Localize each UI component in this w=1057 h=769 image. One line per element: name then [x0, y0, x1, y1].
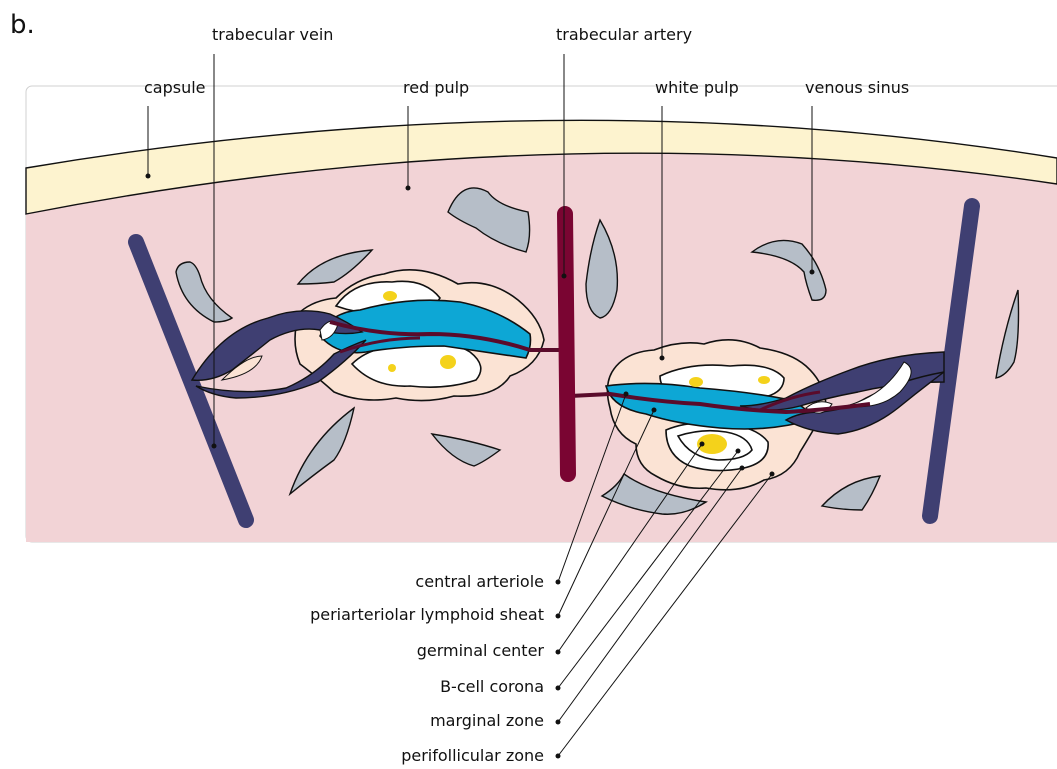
trabecular-artery	[565, 214, 568, 474]
legend-germinal-center: germinal center	[417, 641, 545, 660]
germinal-center-left	[388, 364, 396, 372]
legend-central-arteriole: central arteriole	[415, 572, 544, 591]
label-trabecular-vein: trabecular vein	[212, 25, 333, 44]
legend-perifollicular-zone: perifollicular zone	[401, 746, 544, 765]
germinal-center-right	[689, 377, 703, 387]
label-white-pulp: white pulp	[655, 78, 739, 97]
germinal-center-left	[383, 291, 397, 301]
legend-periarteriolar-lymphoid-sheat: periarteriolar lymphoid sheat	[310, 605, 544, 624]
label-trabecular-artery: trabecular artery	[556, 25, 692, 44]
germinal-center-right	[758, 376, 770, 384]
legend-marginal-zone: marginal zone	[430, 711, 544, 730]
legend-b-cell-corona: B-cell corona	[440, 677, 544, 696]
germinal-center-left	[440, 355, 456, 369]
label-red-pulp: red pulp	[403, 78, 469, 97]
label-venous-sinus: venous sinus	[805, 78, 909, 97]
panel-label: b.	[10, 10, 35, 40]
label-capsule: capsule	[144, 78, 206, 97]
